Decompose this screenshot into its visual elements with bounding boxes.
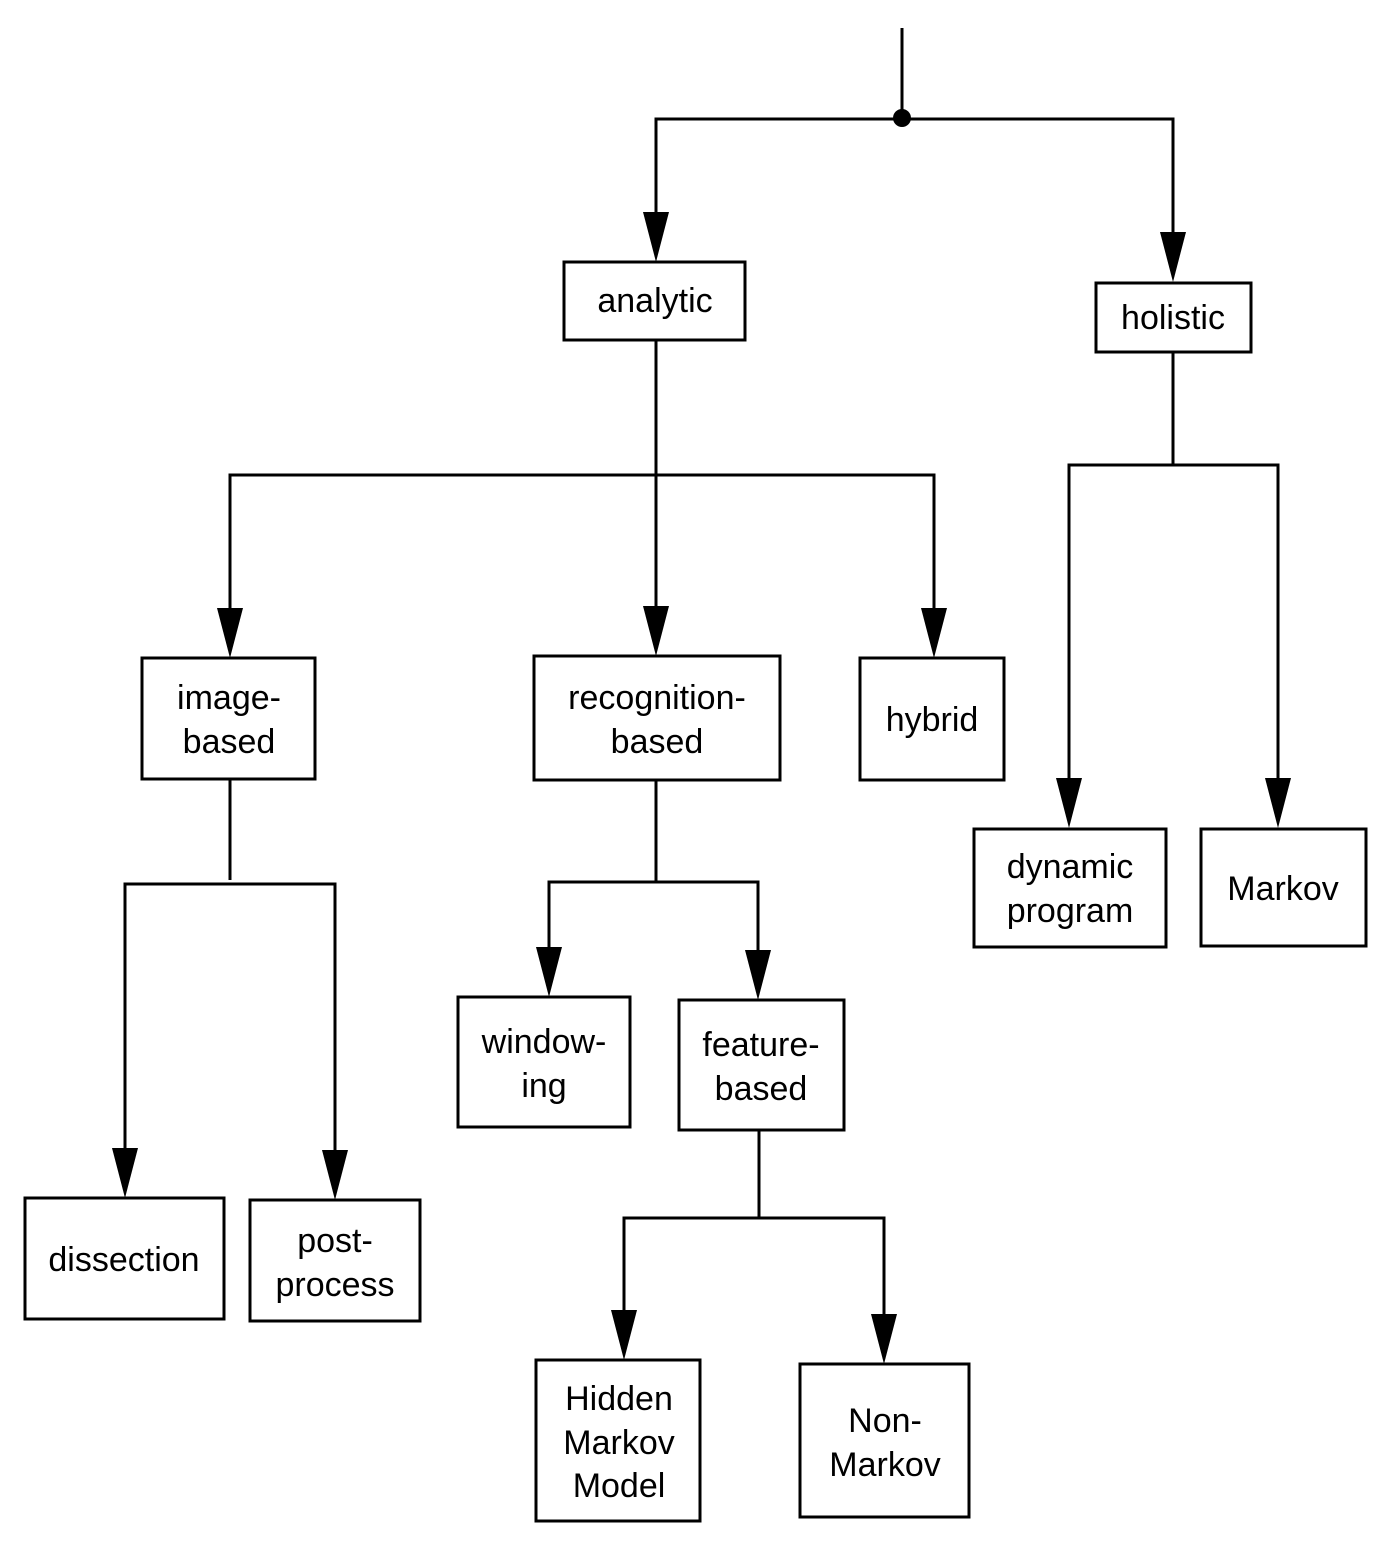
node-non-markov-label-line2: Markov	[829, 1446, 940, 1484]
node-dynamic-program: dynamic program	[972, 827, 1168, 949]
holistic-connector	[1056, 352, 1291, 828]
node-post-process-label-line2: process	[275, 1266, 394, 1304]
node-dynamic-program-label-line1: dynamic	[1007, 848, 1134, 886]
node-recognition-based-label-line2: based	[611, 723, 704, 761]
node-analytic-label: analytic	[597, 282, 712, 320]
node-feature-based-label-line2: based	[715, 1070, 808, 1108]
node-post-process-label-line1: post-	[297, 1222, 373, 1260]
node-hybrid-label: hybrid	[886, 701, 979, 739]
image-based-connector	[112, 779, 348, 1200]
node-feature-based: feature- based	[677, 998, 846, 1132]
node-hidden-markov-model: Hidden Markov Model	[534, 1358, 702, 1523]
node-windowing-label-line2: ing	[521, 1067, 566, 1105]
node-markov-label: Markov	[1227, 870, 1338, 908]
node-recognition-based-label-line1: recognition-	[568, 679, 746, 717]
node-image-based-label-line2: based	[183, 723, 276, 761]
node-dynamic-program-label-line2: program	[1007, 892, 1134, 930]
node-hybrid: hybrid	[858, 656, 1006, 782]
node-feature-based-label-line1: feature-	[702, 1026, 819, 1064]
node-windowing: window- ing	[456, 995, 632, 1129]
node-hidden-markov-model-label-line3: Model	[573, 1467, 666, 1505]
node-hidden-markov-model-label-line2: Markov	[563, 1424, 674, 1462]
node-non-markov-label-line1: Non-	[848, 1402, 922, 1440]
node-holistic: holistic	[1094, 281, 1253, 354]
node-image-based-label-line1: image-	[177, 679, 281, 717]
node-recognition-based: recognition- based	[532, 654, 782, 782]
node-hidden-markov-model-label-line1: Hidden	[565, 1380, 673, 1418]
feature-based-connector	[611, 1130, 897, 1364]
node-dissection-label: dissection	[48, 1241, 199, 1279]
node-image-based: image- based	[140, 656, 317, 781]
node-post-process: post- process	[248, 1198, 422, 1323]
node-dissection: dissection	[23, 1196, 226, 1321]
analytic-connector	[217, 340, 947, 658]
node-analytic: analytic	[562, 260, 747, 342]
node-non-markov: Non- Markov	[798, 1362, 971, 1519]
root-connector	[643, 28, 1186, 282]
recognition-based-connector	[536, 780, 771, 1000]
node-markov: Markov	[1199, 827, 1368, 948]
node-holistic-label: holistic	[1121, 299, 1225, 337]
node-windowing-label-line1: window-	[481, 1023, 607, 1061]
